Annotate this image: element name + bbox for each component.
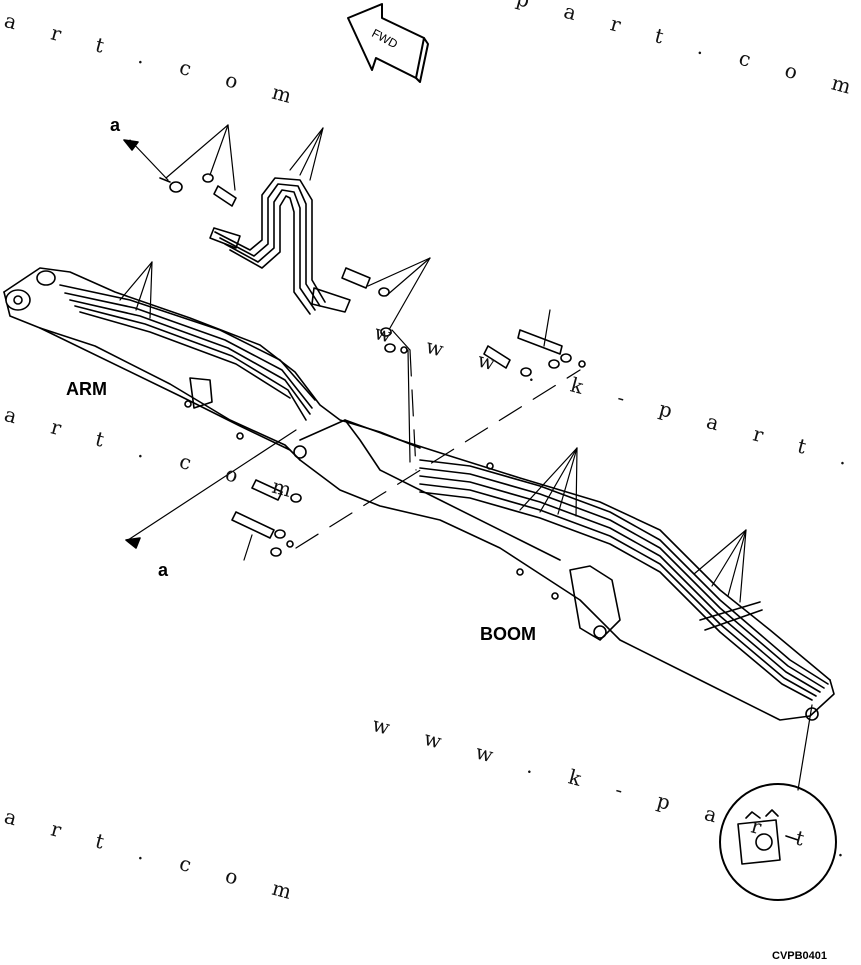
arrow-a-top-icon [123,139,139,151]
callout-a-bottom: a [158,560,169,580]
detail-circle [719,783,837,901]
hardware-parts [159,173,586,557]
leader-lines [119,124,813,791]
forward-arrow-icon [347,3,429,83]
figure-code: CVPB0401 [772,950,828,962]
arm-label: ARM [66,379,107,399]
callout-a-top: a [110,115,121,135]
arm-structure [3,267,421,461]
arrow-a-bottom-icon [125,537,141,549]
hose-loop-assembly [209,177,351,315]
boom-label: BOOM [480,624,536,644]
dashed-guide-lines [295,349,581,549]
boom-structure [299,419,835,721]
